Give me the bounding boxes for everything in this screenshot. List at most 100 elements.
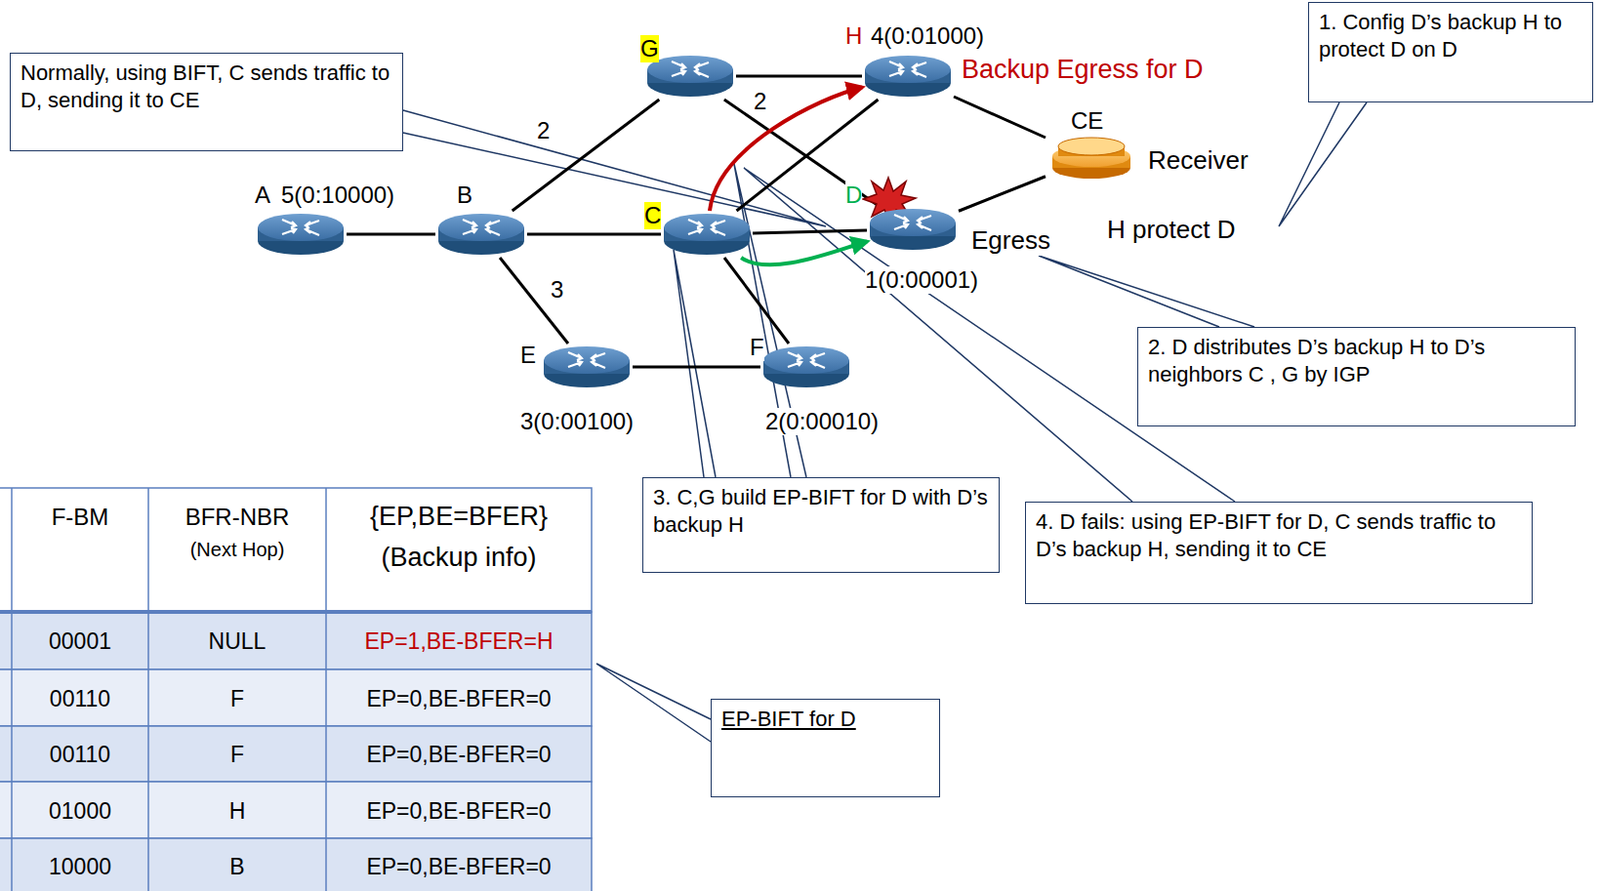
bfr-id: 1(0:00001) [864,266,979,294]
table-rule [325,488,328,891]
table-row [0,669,592,727]
bfr-id: 3(0:00100) [520,408,634,436]
router-arrows [894,214,932,231]
table-grid [0,488,592,891]
table-cell: 01000 [48,798,112,824]
table-cell: H [229,798,247,824]
router-name: E [520,341,536,370]
table-cell: EP=0,BE-BFER=0 [366,854,551,880]
callout-text: 4. D fails: using EP-BIFT for D, C sends… [1035,508,1522,563]
table-cell: (Next Hop) [190,538,286,562]
link-line [736,75,862,79]
router-name: CE [1070,107,1104,135]
router-node: B [435,210,528,258]
table-cell: EP=0,BE-BFER=0 [366,741,551,768]
table-cell: NULL [208,628,267,655]
router-name: G [640,35,659,63]
router-arrows [889,61,927,78]
callout-box: 4. D fails: using EP-BIFT for D, C sends… [1025,501,1533,605]
router-top [869,208,956,237]
router-node: G [644,52,737,100]
leader-line [596,663,711,742]
callout-text: 1. Config D’s backup H to protect D on D [1318,8,1583,63]
link-line [346,233,436,237]
leader-line [1038,255,1255,328]
router-top [438,213,525,242]
table-cell: {EP,BE=BFER} [369,501,548,533]
callout-text: 3. C,G build EP-BIFT for D with D’s back… [653,484,989,538]
link-line [724,257,789,344]
router-arrows [282,219,320,236]
router-arrows [787,352,825,369]
table-row [0,726,592,782]
table-cell: F-BM [51,503,110,532]
table-cell: 00001 [48,628,112,655]
router-name: H [845,22,862,50]
callout-box: 1. Config D’s backup H to protect D on D [1308,1,1594,103]
leader-line [1278,102,1367,227]
ce-icon [1045,134,1138,182]
table-cell: 00110 [49,741,111,768]
router-icon [760,343,853,391]
router-icon [861,52,954,100]
router-name: A [254,181,271,209]
callout-box: 3. C,G build EP-BIFT for D with D’s back… [642,477,1000,574]
router-top [257,213,344,242]
table-cell: F [230,686,245,712]
router-node: F2(0:00010) [760,343,853,391]
table-cell: 10000 [48,854,112,880]
callout-text: EP-BIFT for D [721,705,930,734]
table-cell: (Backup info) [380,542,536,574]
router-arrows [462,219,500,236]
router-node: A5(0:10000) [254,210,347,258]
link-metric: 2 [751,87,769,116]
bfr-id: 5(0:10000) [281,181,395,209]
router-top [647,55,734,83]
table-rule [147,488,150,891]
table-row [0,612,592,670]
callout-box: Normally, using BIFT, C sends traffic to… [9,52,404,152]
link-line [953,96,1046,138]
router-node: D1(0:00001) [866,205,959,253]
table-cell: EP=0,BE-BFER=0 [366,798,551,824]
annotation-label: Backup Egress for D [961,54,1204,85]
bfr-id: 4(0:01000) [870,22,985,50]
leader-line [403,110,826,227]
router-arrows [568,352,606,369]
table-cell: F [230,741,245,768]
receiver-ce: CE [1045,134,1138,182]
annotation-label: Egress [971,226,1051,256]
callout-box: EP-BIFT for D [710,698,941,798]
leader-line [673,249,716,478]
table-cell: EP=0,BE-BFER=0 [366,686,551,712]
path-arrow [740,242,867,266]
callout-box: 2. D distributes D’s backup H to D’s nei… [1137,327,1576,427]
router-top [663,213,750,242]
router-icon [866,205,959,253]
table-cell: EP=1,BE-BFER=H [364,628,553,655]
router-name: F [749,333,765,362]
router-top [543,346,630,374]
table-cell: BFR-NBR [185,503,290,532]
router-name: D [845,181,862,209]
table-row [0,838,592,891]
link-line [499,257,569,344]
router-name: B [456,181,473,209]
ce-top [1058,137,1125,156]
router-top [864,55,951,83]
router-top [763,346,850,374]
link-line [632,366,761,370]
router-node: E3(0:00100) [540,343,633,391]
table-rule [10,488,13,891]
router-icon [435,210,528,258]
table-header [0,488,592,613]
path-arrow [709,86,862,211]
callout-text: 2. D distributes D’s backup H to D’s nei… [1148,333,1565,388]
annotation-label: Receiver [1148,146,1249,176]
bfr-id: 2(0:00010) [765,408,879,436]
table-row [0,781,592,839]
link-metric: 3 [548,276,566,304]
router-icon [254,210,347,258]
